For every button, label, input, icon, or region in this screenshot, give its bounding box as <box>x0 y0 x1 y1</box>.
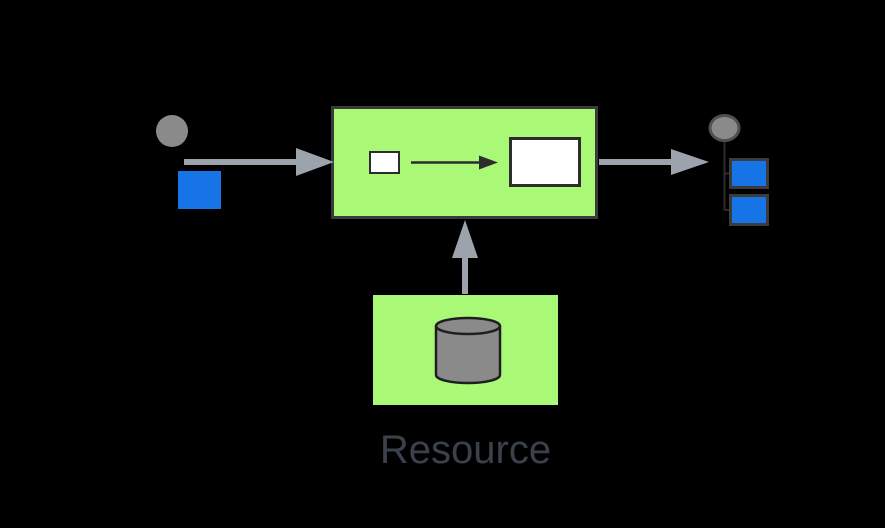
source-entity-square <box>178 171 221 209</box>
source-circle-icon <box>156 115 188 147</box>
input-arrow-icon <box>184 148 334 176</box>
output-entity-rect <box>509 137 581 187</box>
output-connector-line <box>723 142 729 211</box>
resource-label: Resource <box>379 428 552 472</box>
resource-arrow-icon <box>452 220 478 294</box>
output-item-square-1 <box>729 158 769 189</box>
database-cylinder-icon <box>434 316 502 385</box>
transform-arrow-icon <box>411 155 498 170</box>
output-item-square-2 <box>729 194 769 226</box>
output-circle-icon <box>708 114 741 142</box>
output-arrow-icon <box>599 149 709 175</box>
input-entity-rect <box>369 151 400 174</box>
